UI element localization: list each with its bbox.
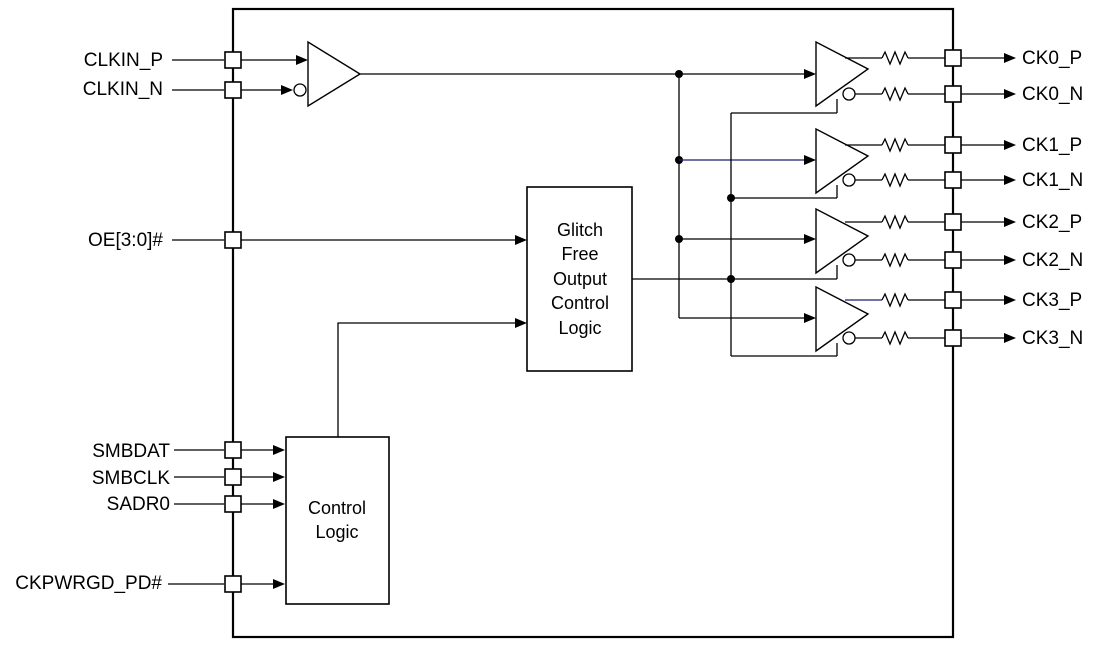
glitch-free-label-2: Free — [561, 244, 598, 264]
input-buffer — [293, 40, 362, 108]
output-buffer-3 — [815, 285, 870, 353]
input-pin-ckpwrgd: CKPWRGD_PD# — [15, 573, 285, 594]
glitch-free-label-5: Logic — [558, 318, 601, 338]
output-pin-ck1-p: CK1_P — [845, 135, 1082, 156]
input-pin-clkin-p: CLKIN_P — [84, 50, 308, 71]
input-pin-clkin-n: CLKIN_N — [83, 79, 293, 100]
output-pin-ck0-n: CK0_N — [855, 84, 1083, 105]
input-pin-sadr0: SADR0 — [107, 494, 285, 515]
output-buffer-0 — [815, 40, 870, 108]
output-buffer-1 — [815, 127, 870, 195]
pin-label-clkin-n: CLKIN_N — [83, 79, 163, 100]
pin-label-ck0-n: CK0_N — [1022, 84, 1083, 105]
glitch-free-label-3: Output — [553, 269, 607, 289]
output-pin-ck3-n: CK3_N — [855, 328, 1083, 349]
pin-label-smbclk: SMBCLK — [92, 468, 170, 489]
input-pin-smbclk: SMBCLK — [92, 468, 285, 489]
control-logic-block: Control Logic — [285, 436, 390, 605]
input-pin-oe: OE[3:0]# — [88, 230, 527, 251]
output-pin-ck0-p: CK0_P — [845, 48, 1082, 69]
input-pin-smbdat: SMBDAT — [92, 441, 285, 462]
pin-label-ck3-n: CK3_N — [1022, 328, 1083, 349]
chip-outline — [231, 7, 955, 639]
pin-label-oe: OE[3:0]# — [88, 230, 163, 251]
output-pin-ck1-n: CK1_N — [855, 170, 1083, 191]
glitch-free-label-1: Glitch — [557, 220, 603, 240]
inversion-bubble — [293, 83, 307, 97]
pin-label-ck2-n: CK2_N — [1022, 250, 1083, 271]
output-pin-ck2-p: CK2_P — [845, 212, 1082, 233]
pin-label-ck1-n: CK1_N — [1022, 170, 1083, 191]
pin-label-smbdat: SMBDAT — [92, 441, 170, 462]
output-pin-ck3-p: CK3_P — [845, 290, 1082, 311]
pin-label-ckpwrgd: CKPWRGD_PD# — [15, 573, 162, 594]
pin-label-ck1-p: CK1_P — [1022, 135, 1082, 156]
control-logic-label-2: Logic — [315, 522, 358, 542]
pin-label-clkin-p: CLKIN_P — [84, 50, 163, 71]
glitch-free-output-control-block: Glitch Free Output Control Logic — [526, 186, 633, 372]
pin-label-ck0-p: CK0_P — [1022, 48, 1082, 69]
output-buffer-2 — [815, 207, 870, 275]
glitch-free-label-4: Control — [551, 293, 609, 313]
pin-label-ck3-p: CK3_P — [1022, 290, 1082, 311]
control-logic-label-1: Control — [308, 498, 366, 518]
output-pin-ck2-n: CK2_N — [855, 250, 1083, 271]
pin-label-ck2-p: CK2_P — [1022, 212, 1082, 233]
pin-label-sadr0: SADR0 — [107, 494, 170, 515]
